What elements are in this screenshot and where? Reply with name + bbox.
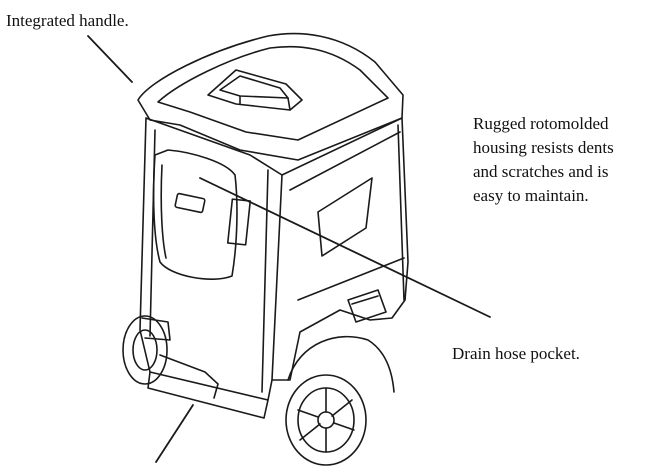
top-lid (137, 32, 404, 161)
front-panel (152, 149, 238, 280)
callout-housing-line-1: Rugged rotomolded (473, 114, 609, 133)
callout-housing-line-4: easy to maintain. (473, 186, 589, 205)
callout-rugged-housing: Rugged rotomolded housing resists dents … (473, 112, 668, 208)
base-skid (147, 371, 269, 419)
front-latch (226, 198, 252, 246)
leader-handle (87, 35, 133, 83)
front-face (139, 117, 283, 401)
callout-housing-line-3: and scratches and is (473, 162, 609, 181)
integrated-handle (207, 69, 303, 111)
drain-hose-pocket (347, 289, 387, 323)
callout-drain-hose-pocket: Drain hose pocket. (452, 344, 580, 363)
callout-integrated-handle: Integrated handle. (6, 11, 129, 30)
rear-wheel (285, 374, 367, 466)
front-badge (174, 192, 206, 214)
side-face (271, 117, 409, 381)
side-vent (317, 177, 373, 257)
top-lid-inner (157, 45, 389, 141)
callout-housing-line-2: housing resists dents (473, 138, 614, 157)
front-wheel (122, 315, 168, 385)
leader-pocket (199, 177, 491, 318)
leader-base (155, 404, 194, 463)
handle-slot (219, 75, 289, 99)
wheel-arch (287, 335, 395, 393)
